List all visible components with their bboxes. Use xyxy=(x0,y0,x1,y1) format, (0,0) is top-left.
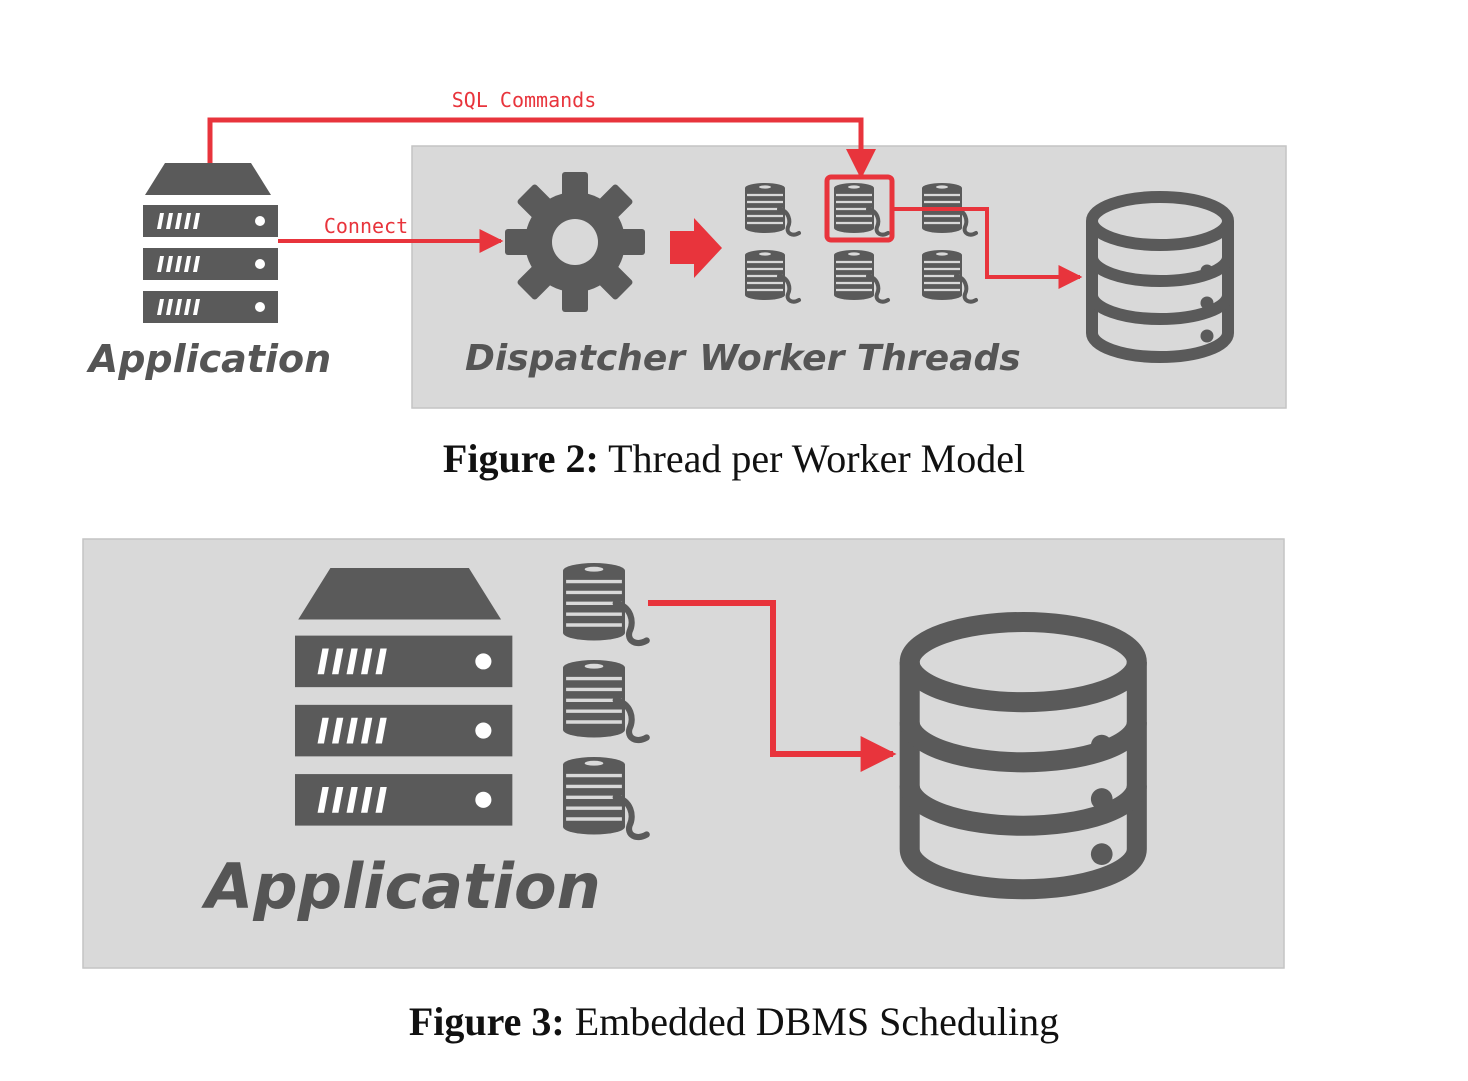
worker-to-db-arrow xyxy=(892,207,1083,289)
sql-commands-arrow xyxy=(207,117,876,179)
connect-label: Connect xyxy=(324,214,408,238)
dispatcher-label: Dispatcher xyxy=(465,338,687,379)
figure-2: Application SQL Commands Connect Dispatc… xyxy=(86,88,1287,409)
figure-3-caption: Figure 3: Embedded DBMS Scheduling xyxy=(0,998,1468,1045)
application-label: Application xyxy=(86,337,331,381)
caption-prefix: Figure 2: xyxy=(442,436,599,481)
dispatch-arrow-icon xyxy=(670,218,722,278)
caption-text: Thread per Worker Model xyxy=(608,436,1026,481)
caption-text: Embedded DBMS Scheduling xyxy=(574,999,1060,1044)
gear-icon xyxy=(505,172,645,312)
figure-3: Application xyxy=(82,538,1285,969)
figure-2-caption: Figure 2: Thread per Worker Model xyxy=(0,435,1468,482)
worker-threads-label: Worker Threads xyxy=(699,338,1020,379)
caption-prefix: Figure 3: xyxy=(408,999,565,1044)
thread-to-db-arrow xyxy=(648,600,897,772)
server-icon xyxy=(143,163,278,323)
application-label: Application xyxy=(200,850,600,923)
sql-commands-label: SQL Commands xyxy=(452,88,597,112)
